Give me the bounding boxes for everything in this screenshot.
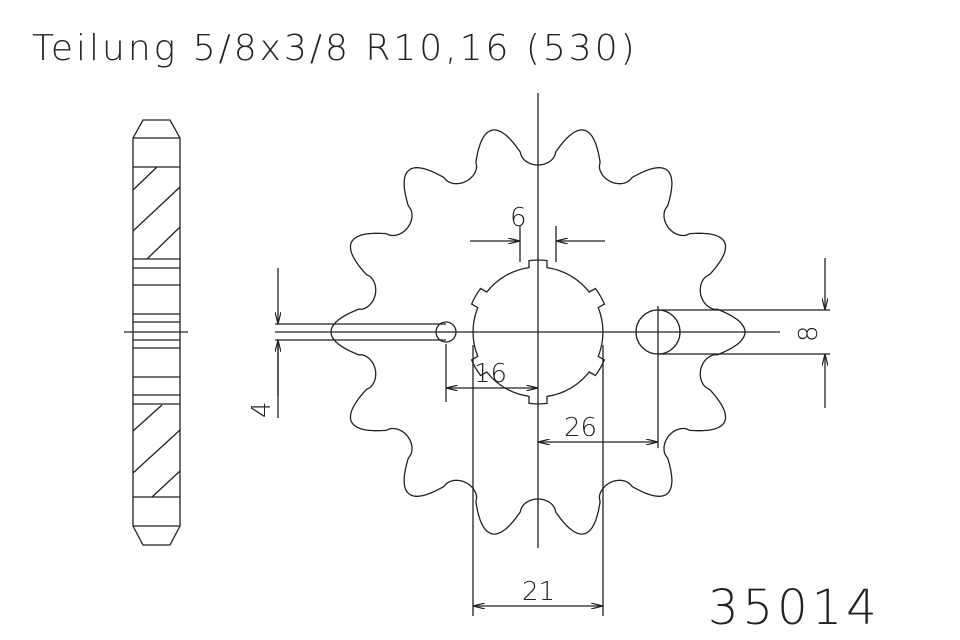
svg-text:26: 26 — [564, 413, 597, 443]
small-hole — [435, 321, 457, 343]
dimension-large-hole-dia: 8 — [658, 258, 830, 408]
svg-text:21: 21 — [522, 577, 555, 607]
svg-text:6: 6 — [510, 203, 527, 233]
dimension-small-hole-dia: 4 — [247, 268, 446, 418]
drawing-title: Teilung 5/8x3/8 R10,16 (530) — [32, 28, 638, 69]
splined-bore — [470, 259, 606, 405]
dimension-bore-width: 21 — [472, 345, 604, 616]
dimension-small-hole-offset: 16 — [445, 344, 538, 402]
dimension-key-width: 6 — [470, 203, 605, 262]
side-view — [124, 119, 188, 546]
svg-text:16: 16 — [474, 359, 507, 389]
svg-text:8: 8 — [794, 325, 824, 342]
part-number: 35014 — [708, 580, 881, 636]
dimension-large-hole-offset: 26 — [538, 306, 659, 448]
svg-text:4: 4 — [247, 401, 277, 418]
